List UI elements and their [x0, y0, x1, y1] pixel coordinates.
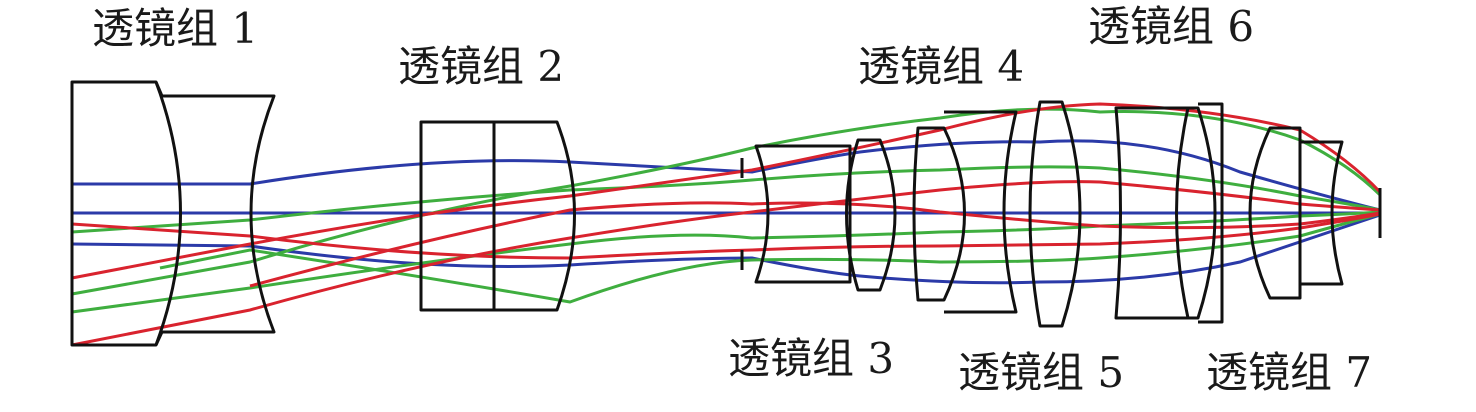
ray-red-2 [71, 180, 1381, 347]
label-lens-group-4: 透镜组 4 [858, 42, 1025, 91]
lens-5a [1028, 100, 1082, 328]
label-lens-group-5: 透镜组 5 [958, 348, 1125, 397]
lens-group-2 [419, 120, 576, 312]
lens-3a [754, 144, 852, 284]
lens-7b [1300, 140, 1344, 286]
ray-blue-bottom [71, 213, 1381, 285]
ray-bundle [71, 102, 1382, 347]
label-lens-group-1: 透镜组 1 [92, 4, 259, 53]
ray-red-4 [71, 212, 1381, 260]
lens-2b [494, 120, 576, 312]
lens-group-7 [1248, 126, 1382, 300]
label-lens-group-3: 透镜组 3 [728, 334, 895, 383]
lens-group-6 [1188, 102, 1224, 324]
lens-4b [912, 126, 966, 302]
lens-group-4 [845, 110, 1018, 314]
lens-6b [1198, 102, 1224, 324]
label-lens-group-6: 透镜组 6 [1088, 2, 1255, 51]
lens-4c [944, 110, 1018, 314]
lens-1-edge-bottom [154, 331, 164, 346]
label-lens-group-7: 透镜组 7 [1206, 348, 1373, 397]
lens-group-1 [70, 80, 276, 347]
ray-blue-top [72, 139, 1381, 212]
ray-green-3 [71, 165, 1381, 234]
lens-1b [162, 94, 276, 334]
lens-7a [1248, 126, 1302, 300]
lens-1-edge-top [154, 81, 164, 97]
ray-red-1 [71, 102, 1382, 280]
lens-group-3 [740, 144, 852, 284]
label-lens-group-2: 透镜组 2 [398, 42, 565, 91]
lens-6a [1188, 106, 1217, 320]
lens-4a [845, 138, 897, 292]
